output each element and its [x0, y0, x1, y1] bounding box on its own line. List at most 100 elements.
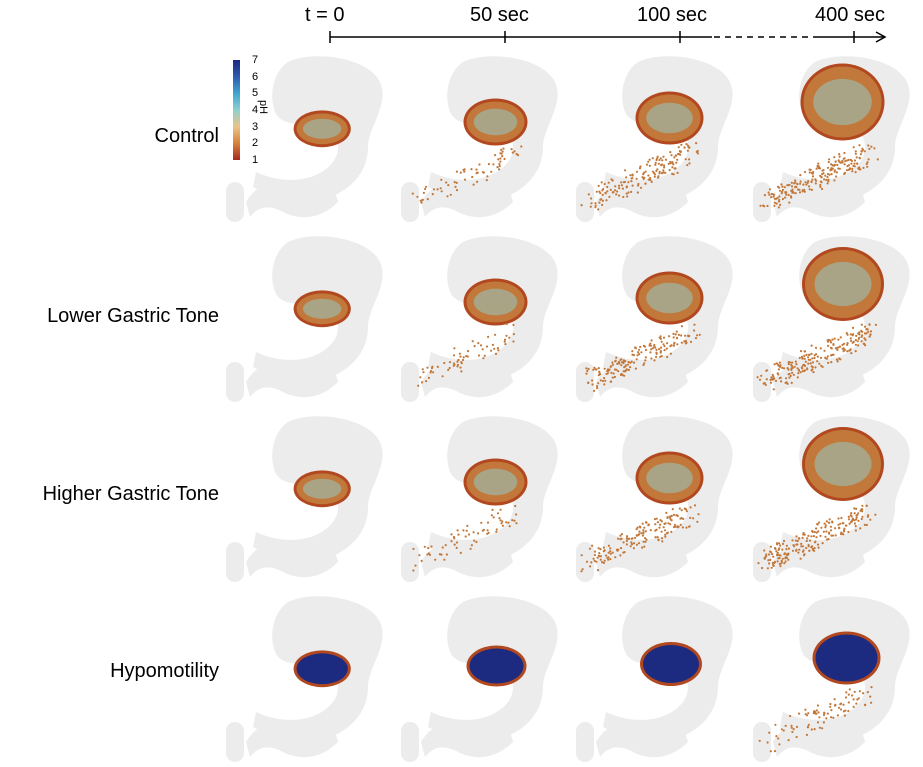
particle [631, 350, 634, 353]
particle [859, 153, 862, 156]
particle [481, 348, 484, 351]
particle [830, 167, 833, 170]
particle [773, 204, 776, 207]
particle [679, 150, 682, 154]
particle [803, 354, 806, 357]
particle [831, 353, 834, 356]
colorbar-tick: 3 [252, 120, 259, 133]
particle [505, 521, 508, 524]
intestine-tube [773, 364, 865, 398]
particle [814, 540, 817, 543]
ph-colorbar: 7 6 5 4 3 2 1 pH [230, 55, 280, 171]
particle [769, 378, 772, 381]
particle [848, 349, 851, 352]
particle [774, 723, 777, 726]
particle [841, 159, 844, 162]
particle [667, 522, 670, 525]
particle [490, 514, 493, 517]
particle [842, 710, 845, 713]
stomach-model-0-3 [753, 56, 910, 222]
particle [855, 516, 858, 519]
particle [801, 190, 804, 193]
particle [654, 523, 657, 526]
particle [637, 184, 640, 187]
stomach-model-2-1 [401, 416, 558, 582]
particle [471, 340, 474, 343]
particle [796, 539, 799, 543]
particle [818, 726, 821, 729]
particle [669, 162, 672, 165]
stomach-body [253, 416, 383, 563]
particle [473, 539, 476, 542]
bolus-core [815, 634, 878, 682]
particle [607, 181, 610, 184]
particle [779, 565, 782, 568]
duodenal-capsule [226, 542, 244, 582]
particle [654, 536, 657, 539]
particle [835, 358, 839, 361]
duodenal-capsule [753, 182, 771, 222]
particle [798, 548, 801, 551]
stomach-body [428, 236, 558, 383]
particle [836, 714, 839, 717]
particle [472, 183, 475, 186]
duodenal-capsule [753, 542, 771, 582]
particle [830, 347, 833, 350]
particle [455, 546, 458, 549]
particle [801, 536, 804, 539]
intestine-tube [246, 184, 338, 218]
particle [460, 361, 463, 364]
particle [822, 530, 825, 533]
particle [595, 385, 599, 388]
particle [669, 352, 672, 355]
particle [600, 181, 603, 184]
particle [795, 185, 798, 189]
particle [674, 333, 677, 336]
particle [655, 158, 658, 162]
particle [609, 552, 612, 555]
particle [478, 163, 481, 166]
duodenal-capsule [576, 182, 594, 222]
particle [856, 340, 859, 343]
stomach-body [603, 416, 733, 563]
particle [821, 542, 824, 545]
particle [791, 539, 794, 542]
particle [775, 202, 778, 205]
duodenal-capsule [401, 722, 419, 762]
particle [603, 559, 606, 562]
particle [580, 570, 583, 573]
particle [851, 170, 854, 173]
particle [662, 526, 665, 529]
particle [629, 174, 632, 177]
particle [779, 376, 782, 379]
particle [767, 553, 771, 556]
particle [616, 190, 619, 193]
particle [655, 355, 658, 358]
particle [833, 337, 836, 340]
particle [842, 703, 845, 706]
particle [660, 340, 663, 343]
intestine-tube [421, 724, 513, 758]
particle [850, 352, 853, 355]
particle [649, 176, 652, 180]
particle [624, 169, 627, 172]
particle [778, 189, 782, 192]
particle [834, 534, 837, 537]
particle [686, 164, 689, 167]
particle [792, 728, 795, 731]
stomach-body [603, 56, 733, 203]
time-label-400: 400 sec [815, 4, 886, 26]
particle [773, 560, 777, 563]
particle [593, 366, 596, 369]
particle [412, 547, 415, 550]
particle [639, 526, 642, 529]
particle [649, 351, 652, 354]
particle [491, 508, 494, 511]
particle [771, 553, 774, 556]
particle [855, 518, 858, 521]
particle [830, 173, 833, 176]
particle [855, 334, 858, 337]
particle [494, 333, 497, 336]
particle [459, 355, 462, 358]
particle [778, 562, 781, 566]
